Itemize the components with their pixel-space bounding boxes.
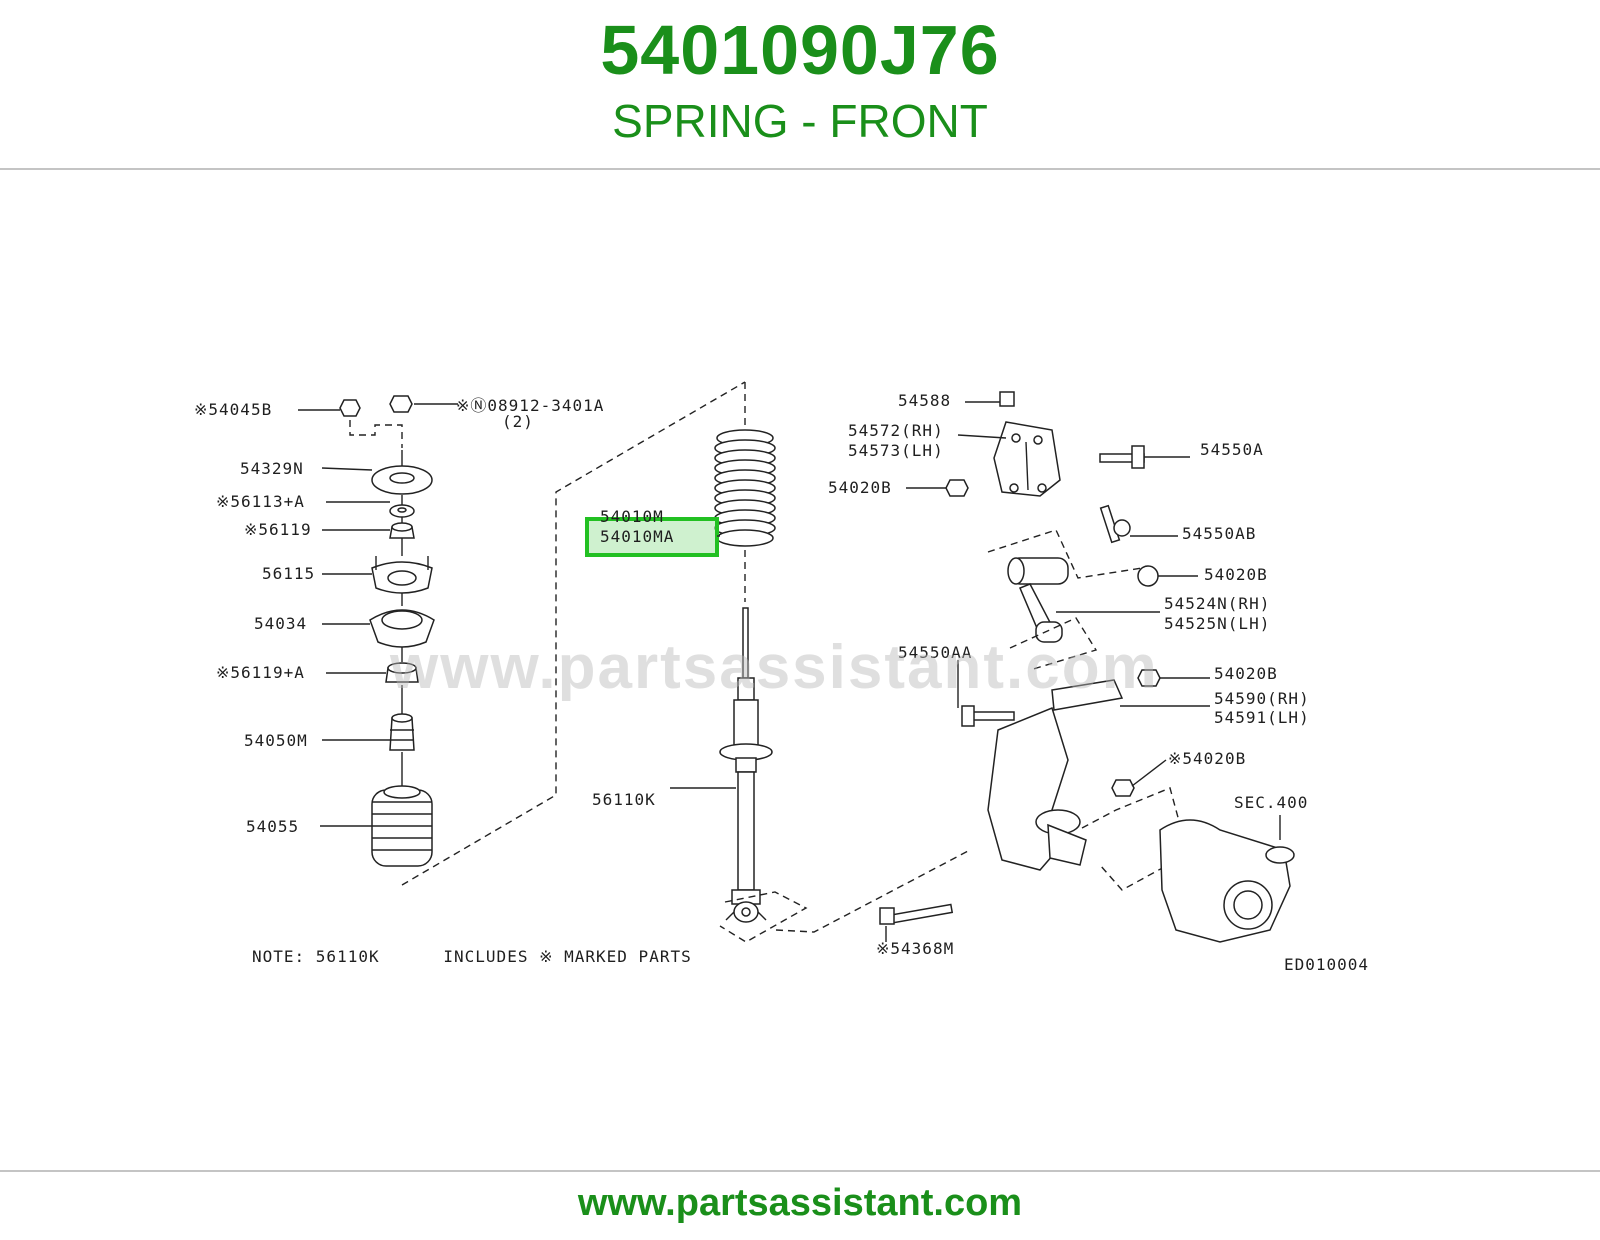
label-56119: ※56119 [244,520,312,539]
label-56113a: ※56113+A [216,492,305,511]
label-54550aa: 54550AA [898,643,972,662]
bound-bumper-54050m [389,717,415,751]
bolt-54550ab [1099,504,1131,544]
label-56119a: ※56119+A [216,663,305,682]
label-54524n: 54524N(RH) [1164,594,1270,613]
footer-url[interactable]: www.partsassistant.com [577,1182,1023,1224]
note-text: NOTE: 56110K INCLUDES ※ MARKED PARTS [252,947,692,966]
label-54329n: 54329N [240,459,304,478]
label-54550a: 54550A [1200,440,1264,459]
label-54572: 54572(RH) [848,421,944,440]
link-54524n [1007,557,1069,643]
label-54010ma[interactable]: 54010MA [600,527,674,546]
label-54573: 54573(LH) [848,441,944,460]
nut-54020b-arm [1111,779,1135,797]
nut-54020b-lower [1137,669,1161,687]
label-54020b-1: 54020B [828,478,892,497]
label-54050m: 54050M [244,731,308,750]
header-divider [0,168,1600,170]
part-number-title: 5401090J76 [600,11,1000,89]
label-54590: 54590(RH) [1214,689,1310,708]
lower-arm-54590 [987,679,1124,871]
nut-08912 [389,395,413,413]
label-54020b-2: 54020B [1204,565,1268,584]
part-description: SPRING - FRONT [612,95,988,147]
bolt-54550a [1099,445,1145,469]
bolt-path-outline [775,849,971,933]
diagram-ref-code: ED010004 [1284,955,1369,974]
knuckle-joint-outline [1081,787,1189,891]
bolt-54368m [879,903,954,925]
label-54010m: 54010M [600,507,664,526]
label-54591: 54591(LH) [1214,708,1310,727]
header: 5401090J76 SPRING - FRONT [0,0,1600,170]
label-54055: 54055 [246,817,299,836]
label-54588: 54588 [898,391,951,410]
label-54525n: 54525N(LH) [1164,614,1270,633]
assembly-outline [401,381,746,886]
knuckle-sec400 [1159,819,1295,943]
parts-diagram: ※54045B ※Ⓝ08912-3401A (2) 54329N ※56113+… [180,330,1420,1020]
label-54020b-3: 54020B [1214,664,1278,683]
label-54368m: ※54368M [876,939,954,958]
watermark: www.partsassistant.com [389,633,1159,702]
label-56115: 56115 [262,564,315,583]
label-54034: 54034 [254,614,307,633]
nut-54020b-upper [945,479,969,497]
label-08912-qty: (2) [502,412,534,431]
dust-boot-54055 [371,785,433,867]
label-sec400: SEC.400 [1234,793,1308,812]
label-54045b: ※54045B [194,400,272,419]
parts-diagram-svg: ※54045B ※Ⓝ08912-3401A (2) 54329N ※56113+… [194,381,1369,974]
label-08912: ※Ⓝ08912-3401A [456,396,604,415]
label-54550ab: 54550AB [1182,524,1256,543]
shock-absorber-56110k [719,607,773,923]
highlighted-part-box[interactable] [585,517,719,557]
strut-mount-stack [298,395,458,867]
shock-bushing-outline [719,891,808,943]
nut-54020b-mid [1137,565,1159,587]
label-56110k: 56110K [592,790,656,809]
label-54020b-4: ※54020B [1168,749,1246,768]
bracket-54572 [993,391,1061,497]
spring-coil [714,382,776,602]
link-lower-outline [1009,617,1098,671]
bolt-54550aa [961,705,1015,727]
footer-divider [0,1170,1600,1172]
nut-54045b [339,399,361,417]
